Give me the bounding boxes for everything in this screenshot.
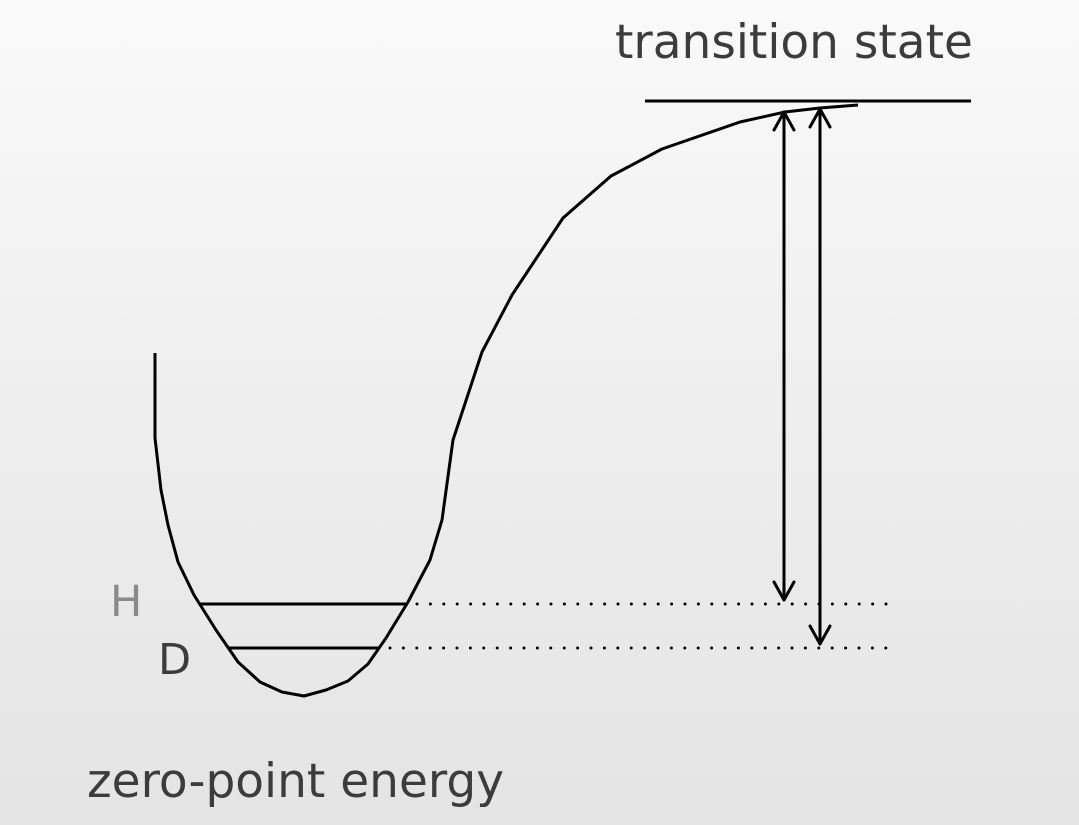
- d-activation-energy-arrow: [808, 107, 832, 646]
- h-level-label: H: [110, 577, 142, 627]
- zero-point-energy-label: zero-point energy: [87, 754, 504, 809]
- potential-energy-curve: [153, 103, 859, 698]
- d-level-label: D: [158, 635, 191, 685]
- transition-state-label: transition state: [615, 15, 973, 70]
- h-activation-energy-arrow: [772, 110, 796, 602]
